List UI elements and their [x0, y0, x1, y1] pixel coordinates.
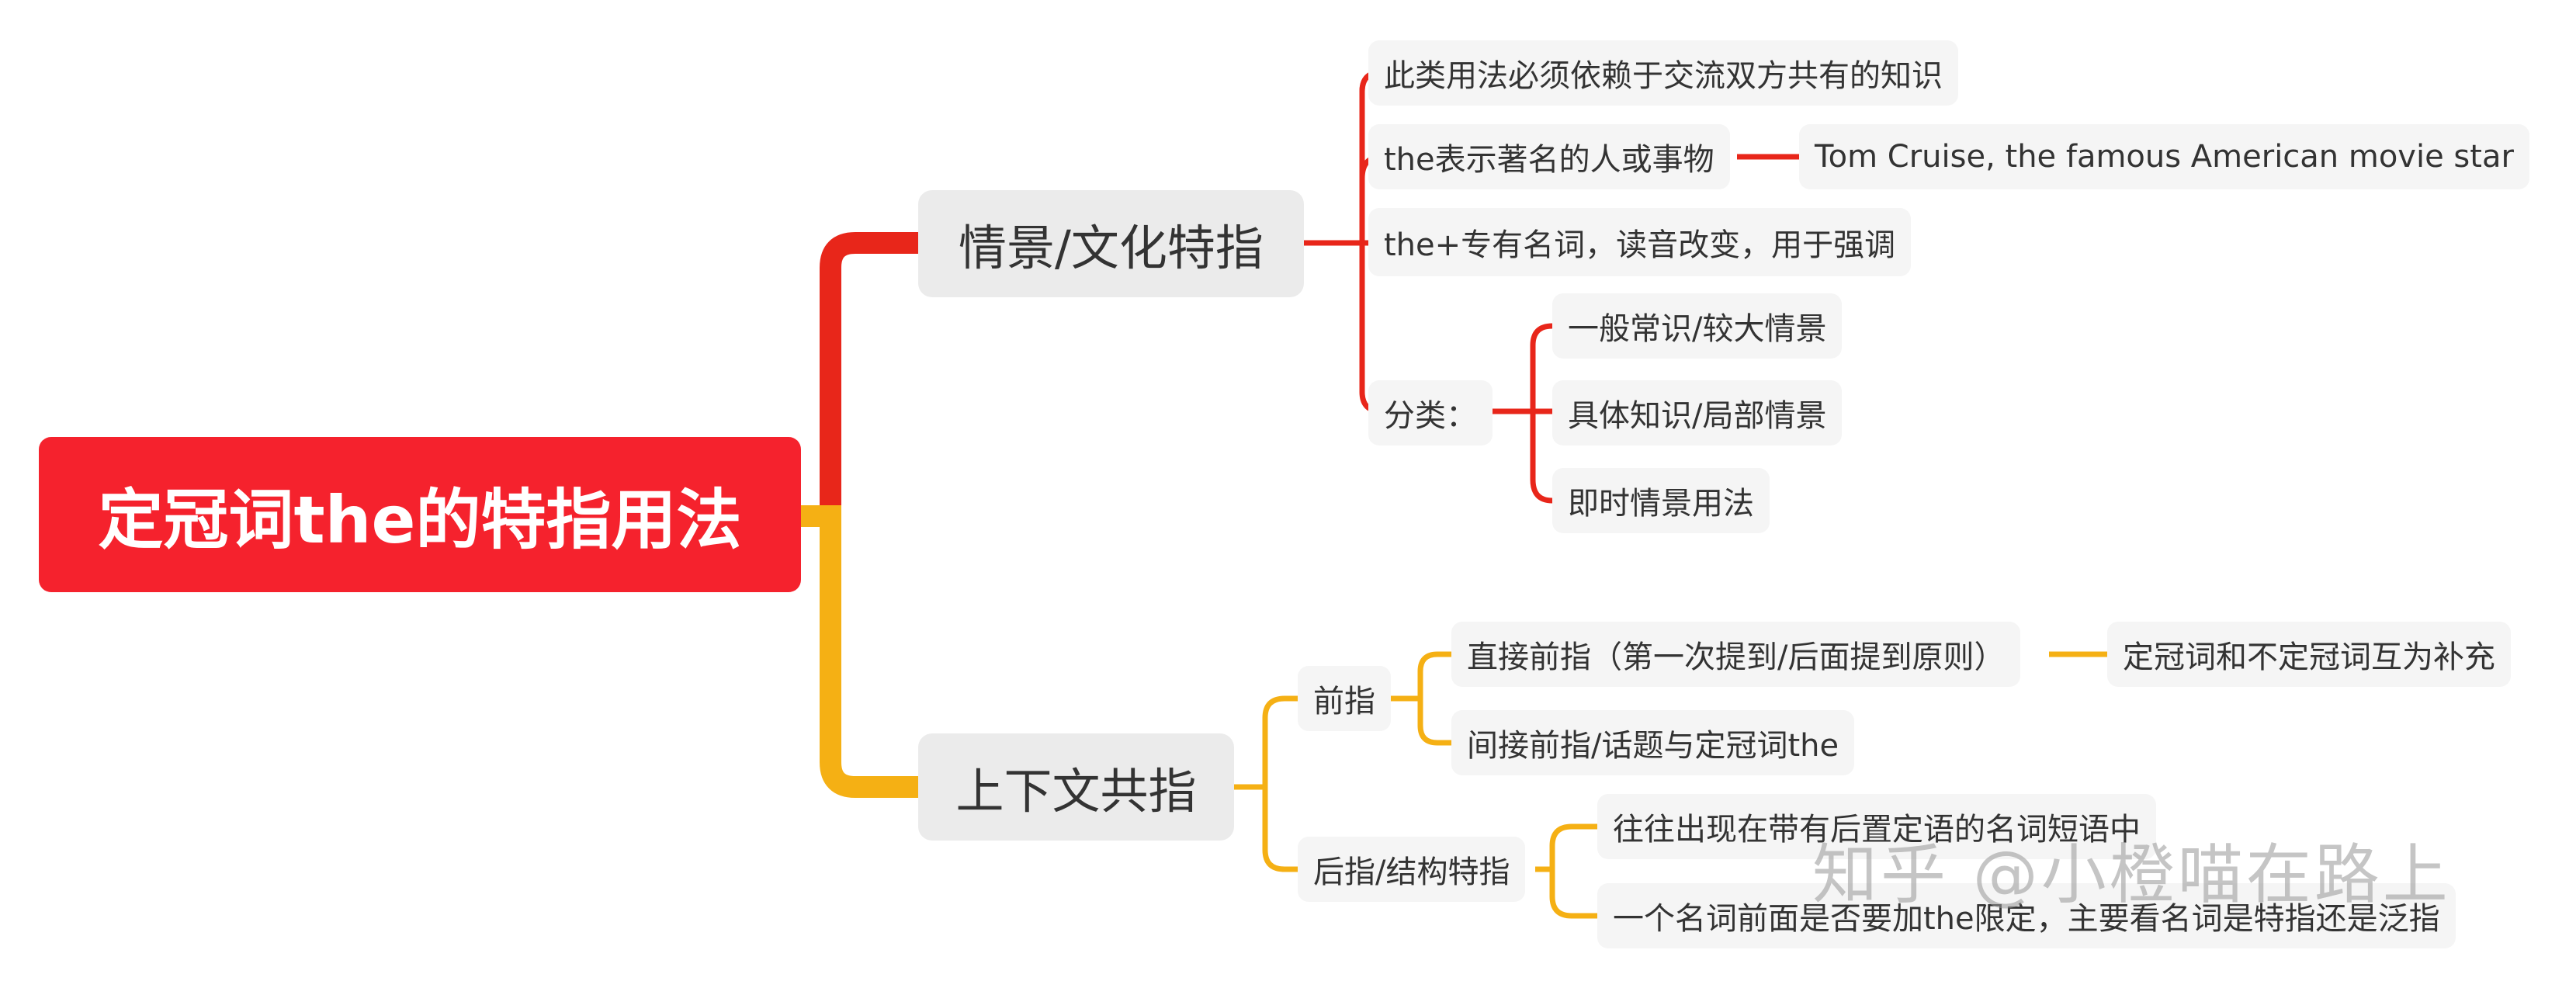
- category-3: 即时情景用法: [1552, 468, 1770, 533]
- back-item-1: 往往出现在带有后置定语的名词短语中: [1597, 794, 2156, 859]
- top-example: Tom Cruise, the famous American movie st…: [1799, 124, 2529, 189]
- category-2: 具体知识/局部情景: [1552, 380, 1843, 445]
- front-reference: 前指: [1298, 666, 1391, 731]
- branch-contextual-label: 上下文共指: [955, 763, 1197, 820]
- root-node: 定冠词the的特指用法: [39, 437, 801, 592]
- top-item-4-classification: 分类：: [1368, 380, 1493, 445]
- back-reference: 后指/结构特指: [1298, 837, 1526, 902]
- top-item-1: 此类用法必须依赖于交流双方共有的知识: [1368, 40, 1958, 106]
- edge-root-to-bottom: [799, 505, 920, 798]
- watermark: 知乎 @小橙喵在路上: [1812, 837, 2451, 913]
- front-item-1: 直接前指（第一次提到/后面提到原则）: [1451, 622, 2021, 687]
- top-item-2: the表示著名的人或事物: [1368, 124, 1730, 189]
- branch-situational-label: 情景/文化特指: [959, 220, 1264, 276]
- edge-root-to-top: [799, 232, 920, 527]
- branch-situational: 情景/文化特指: [918, 190, 1304, 297]
- branch-contextual: 上下文共指: [918, 733, 1234, 841]
- front-note: 定冠词和不定冠词互为补充: [2107, 622, 2511, 687]
- back-item-2: 一个名词前面是否要加the限定，主要看名词是特指还是泛指: [1597, 883, 2456, 948]
- root-label: 定冠词the的特指用法: [98, 481, 742, 558]
- category-1: 一般常识/较大情景: [1552, 293, 1843, 359]
- top-item-3: the+专有名词，读音改变，用于强调: [1368, 208, 1912, 276]
- front-item-2: 间接前指/话题与定冠词the: [1451, 710, 1855, 775]
